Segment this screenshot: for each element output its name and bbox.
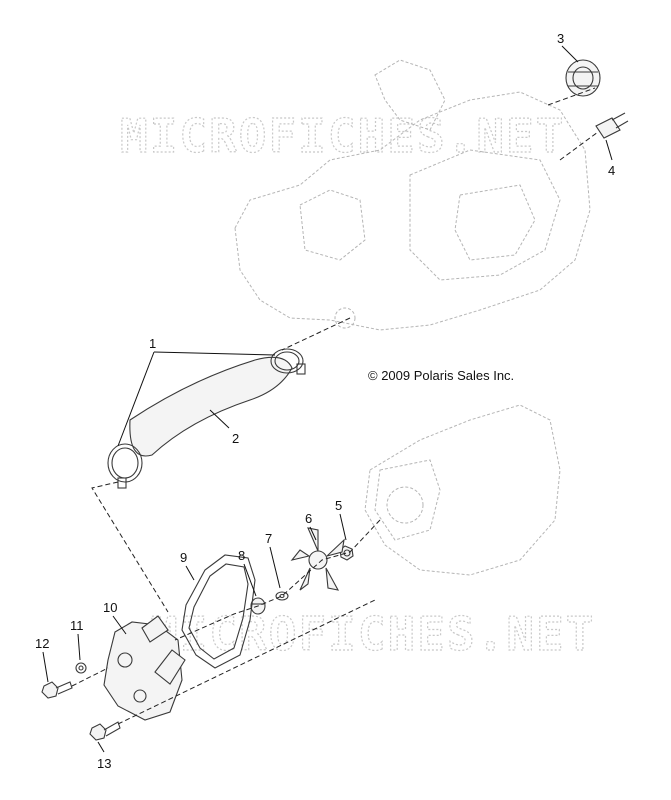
assembly-lines — [71, 87, 599, 725]
callout-6: 6 — [305, 511, 312, 526]
callout-2: 2 — [232, 431, 239, 446]
watermark-top: MICROFICHES.NET — [120, 109, 565, 163]
callout-7: 7 — [265, 531, 272, 546]
callout-4: 4 — [608, 163, 615, 178]
part-9-gasket — [181, 554, 256, 669]
part-1-clamp-lower — [107, 443, 143, 489]
part-3-thermostat — [565, 59, 601, 97]
leader-lines — [42, 45, 613, 753]
part-6-impeller — [290, 527, 345, 591]
callout-13: 13 — [97, 756, 111, 771]
callout-3: 3 — [557, 31, 564, 46]
part-12-bolt — [41, 681, 73, 699]
callout-5: 5 — [335, 498, 342, 513]
part-7-washer — [275, 591, 289, 601]
callout-10: 10 — [103, 600, 117, 615]
callout-12: 12 — [35, 636, 49, 651]
part-1-clamp-upper — [270, 348, 306, 375]
callout-11: 11 — [70, 618, 84, 633]
callout-labels: 1 2 3 4 5 6 7 8 9 10 11 12 13 — [35, 31, 615, 771]
crankcase-outline — [364, 404, 561, 576]
watermark-bottom: MICROFICHES.NET — [150, 607, 595, 661]
cylinder-head-outline — [234, 59, 591, 331]
callout-8: 8 — [238, 548, 245, 563]
part-4-temp-sensor — [595, 112, 629, 139]
callout-9: 9 — [180, 550, 187, 565]
callout-1: 1 — [149, 336, 156, 351]
part-13-bolt — [89, 721, 121, 741]
part-11-washer — [75, 662, 87, 674]
part-2-coolant-hose — [129, 356, 293, 457]
copyright-text: © 2009 Polaris Sales Inc. — [368, 368, 514, 383]
part-10-pump-cover — [103, 615, 186, 721]
